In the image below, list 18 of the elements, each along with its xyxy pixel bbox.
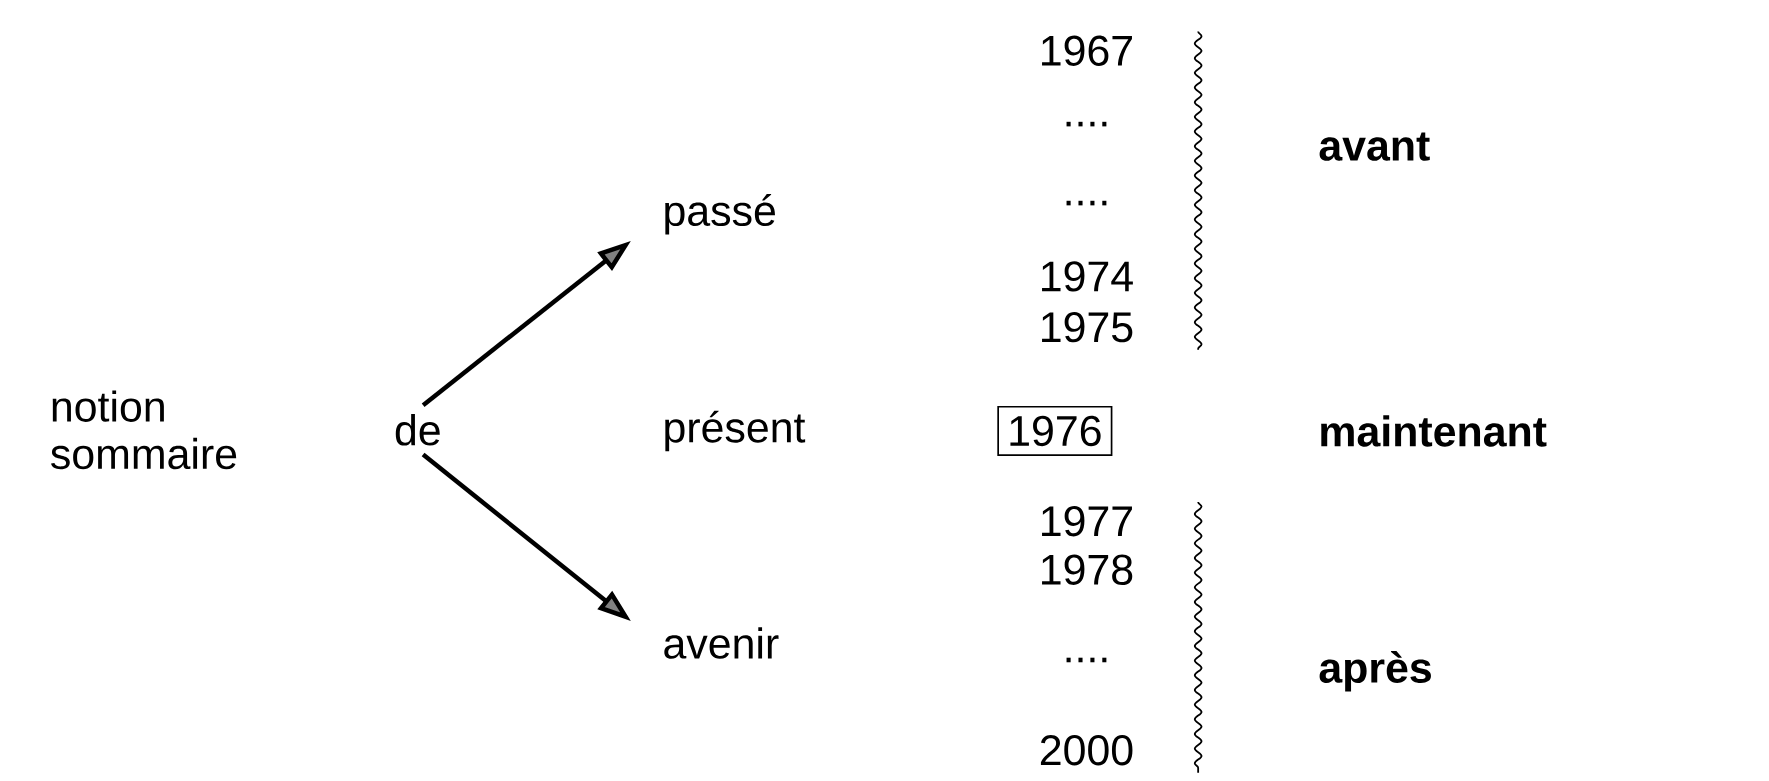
text-label: passé [665,194,775,235]
year-label: 1974 [1042,261,1133,292]
year-box: 1976 [997,406,1113,457]
year-label: .... [1066,657,1107,663]
text-label: de [395,414,440,446]
text-label: présent [665,410,806,452]
text-label: avenir [664,627,779,659]
text-label: notion sommaire [51,390,237,470]
year-label: 2000 [1040,735,1133,766]
year-label: 1978 [1042,554,1133,586]
year-label: 1977 [1042,506,1132,537]
year-label: .... [1066,121,1107,127]
text-label: maintenant [1321,415,1547,447]
year-label: 1967 [1042,35,1132,67]
year-label: .... [1066,200,1107,206]
year-label: 1975 [1042,312,1133,343]
text-label: après [1319,651,1431,692]
text-label: avant [1319,132,1430,161]
